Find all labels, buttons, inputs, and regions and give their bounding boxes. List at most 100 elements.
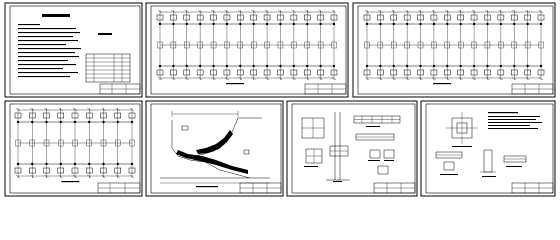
sheet-1-design-notes xyxy=(4,2,143,98)
pile-cap-top xyxy=(100,112,107,119)
pile-cap-top xyxy=(237,14,244,21)
pile-cap-bottom xyxy=(100,167,107,174)
column-marker xyxy=(265,64,269,68)
dimension-tick xyxy=(445,9,450,14)
column-marker xyxy=(526,22,529,26)
column-marker xyxy=(539,64,543,68)
sheet-2-plan-grid xyxy=(156,9,338,85)
dimension-tick xyxy=(101,107,106,112)
footing-outline xyxy=(43,139,50,147)
sheet-6-section-details xyxy=(368,149,395,175)
dimension-tick xyxy=(525,9,530,14)
pile-cap-bottom xyxy=(114,167,121,174)
footing-outline xyxy=(100,139,107,147)
pile-cap-top xyxy=(430,14,438,21)
dimension-tick xyxy=(171,9,176,14)
column-marker xyxy=(239,22,242,26)
pile-cap-bottom xyxy=(29,167,36,174)
pile-cap-top xyxy=(196,14,204,21)
pile-cap-top xyxy=(330,14,338,21)
dimension-tick xyxy=(458,9,463,14)
pile-cap-top xyxy=(317,14,324,21)
column-marker xyxy=(116,120,119,124)
pile-cap-top xyxy=(403,14,411,21)
sheet-6-title-block xyxy=(373,182,416,194)
column-marker xyxy=(102,162,105,166)
column-marker xyxy=(419,64,422,68)
sheet-4-title-block xyxy=(97,182,141,194)
dimension-tick xyxy=(391,9,396,14)
footing-outline xyxy=(291,41,297,49)
column-marker xyxy=(332,64,336,68)
dimension-tick xyxy=(171,76,176,81)
dimension-tick xyxy=(58,107,63,112)
column-marker xyxy=(292,22,296,26)
column-marker xyxy=(198,64,202,68)
column-marker xyxy=(332,22,336,26)
dimension-tick xyxy=(331,76,337,81)
pile-cap-bottom xyxy=(330,69,338,76)
dimension-tick xyxy=(405,9,410,14)
footing-outline xyxy=(404,41,410,49)
dimension-tick xyxy=(15,174,21,179)
dimension-tick xyxy=(224,9,230,14)
pile-cap-top xyxy=(457,14,464,21)
column-marker xyxy=(130,120,134,124)
pile-cap-bottom xyxy=(377,69,384,76)
footing-outline xyxy=(431,41,437,49)
pile-cap-bottom xyxy=(170,69,177,76)
dimension-tick xyxy=(378,76,383,81)
plan-caption-mark xyxy=(226,83,245,85)
footing-outline xyxy=(264,41,270,49)
sheet-7-plan-detail xyxy=(446,112,478,147)
column-marker xyxy=(419,22,422,26)
footing-outline xyxy=(331,41,337,49)
column-marker xyxy=(319,64,322,68)
column-marker xyxy=(31,120,34,124)
pile-cap-top xyxy=(183,14,191,21)
column-marker xyxy=(265,22,269,26)
sheet-6-column-detail xyxy=(326,112,350,182)
pile-cap-bottom xyxy=(71,167,79,174)
pile-cap-bottom xyxy=(128,167,136,174)
dimension-tick xyxy=(278,9,283,14)
footing-outline xyxy=(237,41,243,49)
dimension-tick xyxy=(331,9,337,14)
column-marker xyxy=(432,22,436,26)
column-marker xyxy=(379,64,382,68)
pile-cap-top xyxy=(484,14,491,21)
dimension-tick xyxy=(364,76,370,81)
dimension-tick xyxy=(87,174,92,179)
column-marker xyxy=(59,120,62,124)
dimension-tick xyxy=(512,76,517,81)
sheet-4-foundation-plan xyxy=(4,100,143,197)
sheet-1-schedule-table xyxy=(85,33,131,83)
column-marker xyxy=(499,64,503,68)
pile-cap-bottom xyxy=(444,69,451,76)
dimension-tick xyxy=(238,9,243,14)
pile-cap-bottom xyxy=(430,69,438,76)
pile-cap-bottom xyxy=(183,69,191,76)
pile-cap-bottom xyxy=(497,69,505,76)
pile-cap-bottom xyxy=(363,69,371,76)
column-marker xyxy=(45,120,48,124)
dimension-tick xyxy=(418,76,423,81)
column-marker xyxy=(172,64,175,68)
sheet-5-cross-section xyxy=(145,100,284,197)
dimension-tick xyxy=(471,9,477,14)
column-marker xyxy=(365,22,369,26)
footing-outline xyxy=(170,41,177,49)
pile-cap-top xyxy=(377,14,384,21)
column-marker xyxy=(365,64,369,68)
dimension-tick xyxy=(405,76,410,81)
pile-cap-top xyxy=(86,112,93,119)
column-marker xyxy=(405,64,409,68)
pile-cap-bottom xyxy=(237,69,244,76)
dimension-tick xyxy=(512,9,517,14)
pile-cap-bottom xyxy=(14,167,22,174)
pile-cap-bottom xyxy=(403,69,411,76)
sheet-6-detail-drawings xyxy=(286,100,418,197)
dimension-tick xyxy=(291,76,296,81)
pile-cap-top xyxy=(14,112,22,119)
pile-cap-top xyxy=(114,112,121,119)
